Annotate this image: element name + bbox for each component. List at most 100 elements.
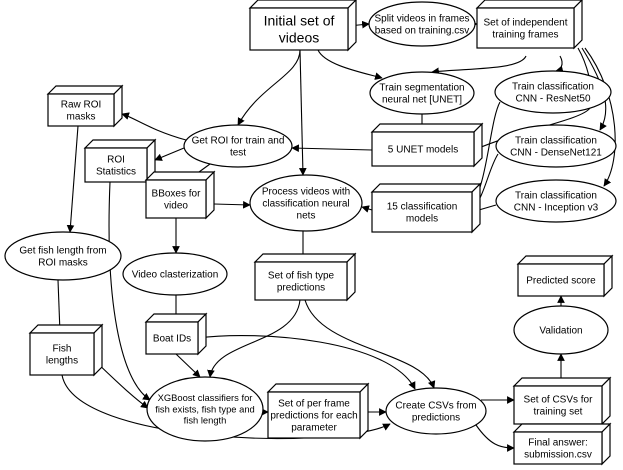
box-side-face: [573, 0, 583, 50]
ellipse-shape: [495, 124, 617, 168]
edge-initial-to-train-unet: [317, 49, 383, 80]
node-label-line: classification neural: [262, 199, 349, 210]
edge-get-roi-to-roi-stats: [154, 147, 185, 161]
node-label-line: video: [164, 201, 188, 212]
box-side-face: [205, 170, 215, 220]
box-top-face: [83, 139, 157, 149]
edge-class-models-to-process: [361, 205, 373, 213]
ellipse-shape: [183, 124, 293, 168]
node-label-line: training set: [534, 407, 583, 418]
box-front-face: [47, 93, 115, 127]
node-label-line: Create CSVs from: [395, 401, 476, 412]
box-front-face: [476, 7, 575, 49]
box-front-face: [84, 147, 148, 183]
node-label-line: based on training.csv: [375, 26, 470, 37]
ellipse-shape: [368, 1, 476, 47]
edge-fish-type-to-create-csvs: [304, 299, 436, 389]
node-final-answer: Final answer:submission.csv: [512, 422, 612, 466]
node-label-line: predictions: [412, 413, 460, 424]
node-label-line: fish exists, fish type and: [155, 403, 255, 414]
node-label-line: Statistics: [96, 167, 136, 178]
box-top-face: [253, 253, 357, 263]
box-top-face: [512, 423, 612, 433]
node-label-line: test: [230, 148, 246, 159]
node-label-line: Raw ROI: [61, 100, 102, 111]
box-side-face: [359, 382, 369, 440]
edge-create-csvs-to-final: [475, 424, 515, 452]
node-label-line: Get ROI for train and: [192, 136, 285, 147]
edge-frames-to-train-unet: [431, 55, 527, 76]
node-boat-ids: Boat IDs: [144, 312, 208, 356]
box-top-face: [370, 183, 482, 193]
box-front-face: [513, 385, 603, 425]
box-side-face: [473, 122, 483, 168]
box-side-face: [197, 312, 207, 356]
node-label-line: masks: [67, 112, 96, 123]
box-side-face: [601, 376, 611, 426]
node-predicted-score: Predicted score: [516, 254, 614, 298]
node-label-line: 15 classification: [387, 202, 458, 213]
node-label-line: nets: [297, 211, 316, 222]
node-label-line: Final answer:: [528, 438, 587, 449]
node-label-line: parameter: [291, 423, 337, 434]
box-top-face: [512, 377, 612, 387]
box-top-face: [28, 324, 104, 334]
node-label-line: Fish: [53, 344, 72, 355]
ellipse-shape: [122, 252, 228, 296]
box-front-face: [371, 131, 475, 167]
edge-initial-to-get-roi: [237, 49, 301, 126]
box-top-face: [370, 123, 484, 133]
box-top-face: [266, 383, 370, 393]
node-label-line: ROI: [107, 155, 125, 166]
box-top-face: [475, 0, 583, 9]
box-front-face: [513, 431, 603, 465]
box-front-face: [145, 179, 207, 219]
node-label-line: Process videos with: [262, 187, 350, 198]
edge-boat-ids-to-create-csvs: [197, 334, 416, 390]
box-side-face: [347, 0, 357, 52]
box-front-face: [371, 191, 473, 233]
box-front-face: [145, 321, 199, 355]
edge-raw-masks-to-fish-length: [66, 125, 79, 233]
node-label-line: submission.csv: [524, 450, 592, 461]
edges: [55, 20, 616, 452]
box-top-face: [46, 85, 124, 95]
node-label-line: ROI masks: [38, 258, 87, 269]
node-label-line: Split videos in frames: [374, 14, 469, 25]
ellipse-shape: [146, 376, 264, 442]
node-label-line: CNN - Inception v3: [514, 203, 599, 214]
box-top-face: [516, 255, 614, 265]
node-label-line: Train segmentation: [379, 83, 464, 94]
node-label-line: Set of fish type: [268, 271, 335, 282]
node-label-line: Predicted score: [526, 276, 596, 287]
node-label-line: training frames: [492, 30, 558, 41]
node-label-line: models: [406, 214, 438, 225]
node-label-line: Set of per frame: [278, 399, 350, 410]
ellipse-shape: [4, 231, 122, 281]
node-label-line: Boat IDs: [153, 334, 191, 345]
node-video-clusterization: Video clasterization: [122, 252, 228, 296]
edge-unet-models-to-get-roi: [291, 144, 373, 153]
node-unet-models: 5 UNET models: [370, 122, 484, 168]
node-label-line: Validation: [539, 326, 582, 337]
box-front-face: [254, 261, 348, 301]
node-label-line: Video clasterization: [132, 270, 219, 281]
edge-roi-stats-to-xgboost: [108, 181, 151, 401]
